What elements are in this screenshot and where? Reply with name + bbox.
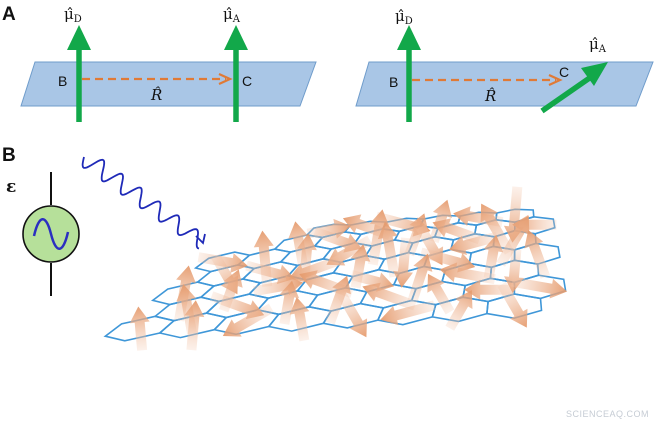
dipole-arrow	[497, 281, 528, 328]
dipole-arrow	[524, 230, 551, 279]
dipole-arrow-shape	[427, 273, 455, 315]
photon-wave-path	[81, 156, 200, 250]
dipole-arrow	[404, 213, 429, 257]
mu-d-left: μ̂D	[64, 5, 82, 25]
dipole-arrow	[393, 237, 413, 288]
dipole-arrow-shape	[184, 300, 205, 351]
point-c-left: C	[242, 73, 252, 89]
point-b-right: B	[389, 74, 398, 90]
dipole-arrow	[439, 262, 496, 285]
distance-vector-left-head	[218, 72, 233, 86]
dipole-arrow-shape	[524, 230, 551, 279]
dipole-arrow	[380, 300, 436, 326]
dipole-arrow-shape	[279, 280, 300, 325]
point-b-left: B	[58, 73, 67, 89]
dipole-arrow	[377, 221, 400, 278]
dipole-arrow-shape	[362, 282, 417, 311]
dipole-arrow	[337, 291, 368, 338]
dipole-arrow	[245, 260, 295, 285]
sine-wave-icon	[32, 218, 70, 250]
dipole-arrow-shape	[222, 303, 274, 337]
dipole-arrow	[445, 290, 473, 331]
dipole-arrow-shape	[325, 275, 351, 325]
dipole-arrow	[325, 275, 351, 325]
acceptor-dipole-left-head	[224, 25, 248, 50]
dipole-arrow	[427, 273, 455, 315]
dipole-arrow-shape	[253, 230, 274, 287]
dipole-arrow-shape	[497, 281, 528, 328]
dipole-arrow	[483, 234, 504, 280]
panel-a-label: A	[2, 4, 16, 25]
dipole-arrow-shape	[445, 290, 473, 331]
dipole-arrow	[480, 203, 514, 255]
dipole-arrow	[448, 231, 499, 256]
dipole-arrow	[296, 233, 317, 278]
dipole-arrow-shape	[245, 260, 295, 285]
dipole-arrow	[496, 215, 530, 267]
dipole-arrow	[419, 247, 476, 273]
dipole-arrow-shape	[496, 215, 530, 267]
dipole-arrow	[432, 218, 482, 245]
dipole-arrow-shape	[419, 247, 476, 273]
dipole-arrow	[209, 291, 265, 320]
r-hat-left: R̂	[150, 86, 162, 104]
dipole-arrow	[362, 282, 417, 311]
photon-wave	[81, 156, 206, 250]
dipole-arrow	[511, 276, 568, 299]
dipole-arrow	[253, 230, 274, 287]
dipole-arrow	[407, 253, 433, 303]
dipole-arrow	[184, 300, 205, 351]
mu-a-right: μ̂A	[589, 35, 607, 55]
dipole-arrow-shape	[483, 234, 504, 280]
dipole-arrow-shape	[393, 237, 413, 288]
dipole-arrow-shape	[448, 231, 499, 256]
dipole-arrow	[289, 297, 310, 342]
photon-wave-head	[195, 233, 206, 245]
acceptor-dipole-right-head	[581, 62, 608, 86]
dipole-arrow-shape	[337, 291, 368, 338]
watermark: SCIENCEAQ.COM	[566, 409, 649, 419]
dipole-arrow-shape	[129, 306, 150, 351]
donor-dipole-left-head	[67, 25, 91, 50]
acceptor-dipole-right	[540, 74, 593, 114]
dipole-arrow	[129, 306, 150, 351]
dipole-arrow-shape	[439, 262, 496, 285]
lattice-dipoles	[129, 186, 568, 351]
dipole-arrow-shape	[296, 233, 317, 278]
distance-vector-right-head	[548, 73, 563, 87]
dipole-arrow	[222, 303, 274, 337]
dipole-arrow-shape	[407, 253, 433, 303]
mu-a-left: μ̂A	[223, 5, 241, 25]
dipole-arrow-shape	[432, 218, 482, 245]
dipole-arrow-shape	[289, 297, 310, 342]
dipole-arrow-shape	[380, 300, 436, 326]
dipole-arrow-shape	[511, 276, 568, 299]
dipole-arrow	[279, 280, 300, 325]
dipole-arrow	[350, 270, 395, 292]
transition-plane-left	[20, 61, 317, 107]
point-c-right: C	[559, 64, 569, 80]
r-hat-right: R̂	[484, 87, 496, 105]
dipole-arrow-shape	[480, 203, 514, 255]
mu-d-right: μ̂D	[395, 7, 413, 27]
dipole-arrow-shape	[404, 213, 429, 257]
dipole-arrow-shape	[209, 291, 265, 320]
dipole-arrow-shape	[377, 221, 400, 278]
panel-b-label: B	[2, 145, 16, 166]
dipole-arrow-shape	[350, 270, 395, 292]
transition-plane-right	[355, 61, 654, 107]
donor-dipole-right-head	[397, 25, 421, 50]
epsilon-label: ε	[6, 177, 16, 197]
